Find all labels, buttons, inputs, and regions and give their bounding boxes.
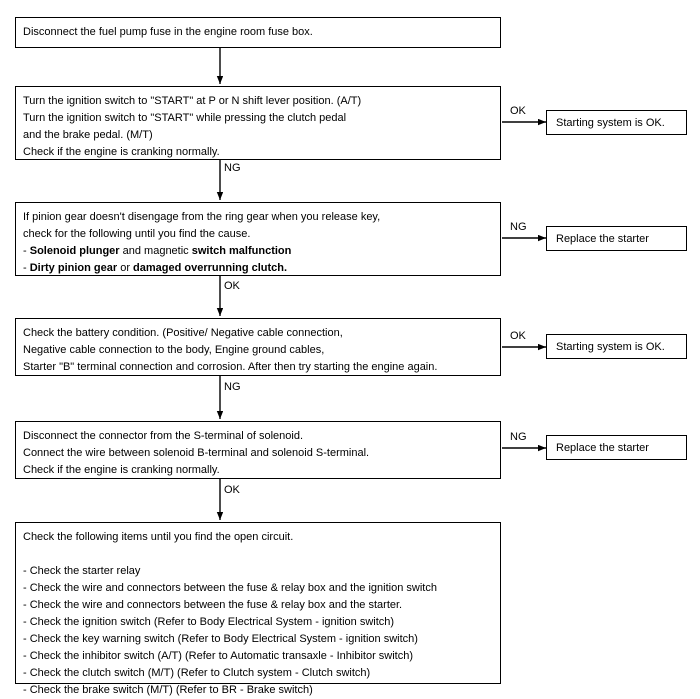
result-1-text: Starting system is OK.	[556, 116, 665, 129]
result-box-2: Replace the starter	[546, 226, 687, 251]
step-3-line-4-bold-b: damaged overrunning clutch.	[133, 262, 288, 274]
step-1-line-1: Disconnect the fuel pump fuse in the eng…	[23, 26, 313, 38]
result-2-text: Replace the starter	[556, 232, 649, 245]
step-3-line-3: - Solenoid plunger and magnetic switch m…	[23, 243, 500, 260]
step-6-item-4: - Check the ignition switch (Refer to Bo…	[23, 616, 395, 628]
result-box-1: Starting system is OK.	[546, 110, 687, 135]
step-3-line-3-bullet: -	[23, 245, 30, 257]
step-6-item-7: - Check the clutch switch (M/T) (Refer t…	[23, 667, 371, 679]
edge-label-down-3: NG	[224, 381, 241, 393]
step-3-line-4-bullet: -	[23, 262, 30, 274]
edge-label-down-4: OK	[224, 484, 240, 496]
step-5-line-3: Check if the engine is cranking normally…	[23, 464, 220, 476]
edge-label-branch-2: NG	[510, 221, 527, 233]
step-6-heading: Check the following items until you find…	[23, 531, 294, 543]
step-4-line-3: Starter "B" terminal connection and corr…	[23, 361, 438, 373]
step-2-line-2: Turn the ignition switch to "START" whil…	[23, 112, 347, 124]
result-3-text: Starting system is OK.	[556, 340, 665, 353]
result-4-text: Replace the starter	[556, 441, 649, 454]
step-3-line-3-bold-b: switch malfunction	[191, 245, 292, 257]
step-3-line-1: If pinion gear doesn't disengage from th…	[23, 211, 381, 223]
step-6-item-1: - Check the starter relay	[23, 565, 141, 577]
step-4-line-1: Check the battery condition. (Positive/ …	[23, 327, 343, 339]
step-5-line-2: Connect the wire between solenoid B-term…	[23, 447, 370, 459]
step-3-line-3-bold-a: Solenoid plunger	[29, 245, 120, 257]
step-6-gap	[23, 546, 500, 563]
edge-label-down-2: OK	[224, 280, 240, 292]
edge-label-branch-1: OK	[510, 105, 526, 117]
result-box-3: Starting system is OK.	[546, 334, 687, 359]
edge-label-branch-3: OK	[510, 330, 526, 342]
step-6-item-6: - Check the inhibitor switch (A/T) (Refe…	[23, 650, 414, 662]
step-6-item-2: - Check the wire and connectors between …	[23, 582, 437, 594]
step-box-1: Disconnect the fuel pump fuse in the eng…	[15, 17, 501, 48]
step-box-3: If pinion gear doesn't disengage from th…	[15, 202, 501, 276]
step-box-6: Check the following items until you find…	[15, 522, 501, 696]
step-4-line-2: Negative cable connection to the body, E…	[23, 344, 325, 356]
step-2-line-3: and the brake pedal. (M/T)	[23, 129, 153, 141]
step-3-line-2: check for the following until you find t…	[23, 228, 251, 240]
step-2-line-1: Turn the ignition switch to "START" at P…	[23, 95, 362, 107]
step-3-line-3-mid: and magnetic	[119, 245, 192, 257]
step-2-line-4: Check if the engine is cranking normally…	[23, 146, 220, 158]
step-6-item-5: - Check the key warning switch (Refer to…	[23, 633, 418, 645]
step-5-line-1: Disconnect the connector from the S-term…	[23, 430, 304, 442]
step-6-item-3: - Check the wire and connectors between …	[23, 599, 403, 611]
result-box-4: Replace the starter	[546, 435, 687, 460]
edge-label-branch-4: NG	[510, 431, 527, 443]
step-box-5: Disconnect the connector from the S-term…	[15, 421, 501, 479]
step-box-4: Check the battery condition. (Positive/ …	[15, 318, 501, 376]
step-3-line-4-mid: or	[117, 262, 134, 274]
step-3-line-4: - Dirty pinion gear or damaged overrunni…	[23, 260, 500, 277]
step-box-2: Turn the ignition switch to "START" at P…	[15, 86, 501, 160]
step-6-item-8: - Check the brake switch (M/T) (Refer to…	[23, 684, 313, 696]
step-3-line-4-bold-a: Dirty pinion gear	[29, 262, 118, 274]
edge-label-down-1: NG	[224, 162, 241, 174]
